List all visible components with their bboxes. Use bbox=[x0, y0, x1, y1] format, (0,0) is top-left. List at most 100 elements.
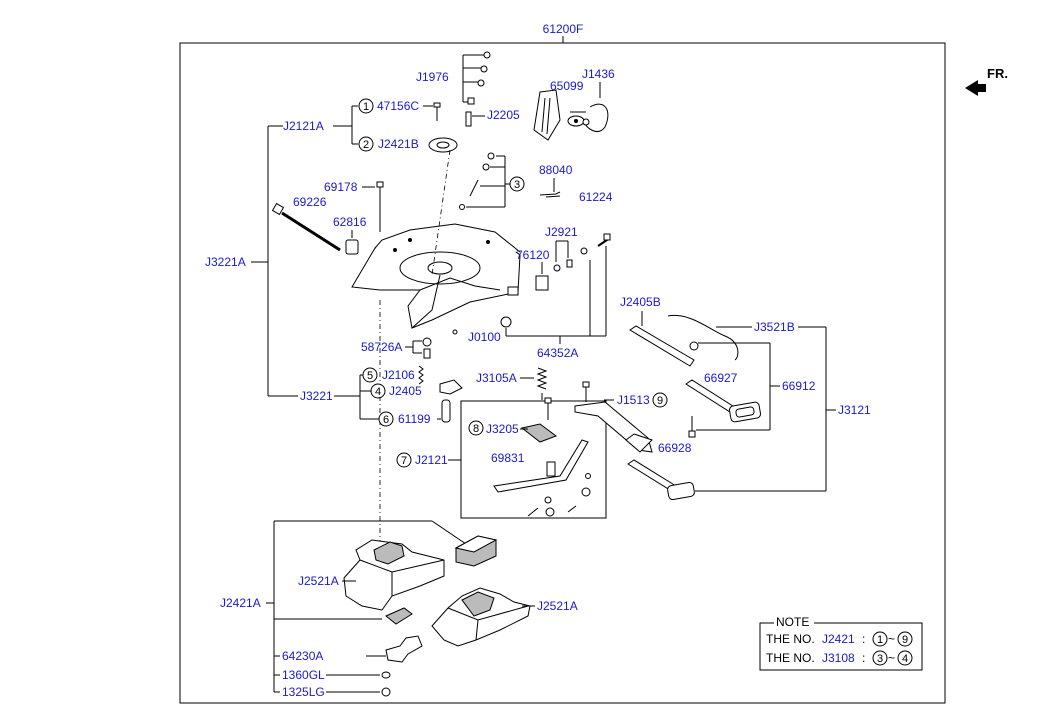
bolt-set-j2921 bbox=[535, 233, 611, 291]
callout-5-text: 5 bbox=[367, 370, 373, 382]
callout-1 bbox=[358, 98, 374, 114]
spring-j2106 bbox=[418, 365, 424, 385]
label-69831[interactable]: 69831 bbox=[491, 451, 525, 465]
bolt-set-3 bbox=[459, 152, 511, 210]
label-j1436[interactable]: J1436 bbox=[582, 67, 615, 81]
label-1325lg[interactable]: 1325LG bbox=[282, 685, 325, 699]
block-62816 bbox=[345, 239, 359, 255]
label-47156c[interactable]: 47156C bbox=[377, 99, 419, 113]
note-row1-from: 1 bbox=[877, 634, 883, 646]
lever-j2405 bbox=[439, 379, 463, 395]
label-j3205[interactable]: J3205 bbox=[486, 422, 519, 436]
callout-8-text: 8 bbox=[473, 423, 479, 435]
note-row1-sep: : bbox=[862, 632, 865, 646]
front-direction-label: FR. bbox=[987, 66, 1008, 81]
label-j2205[interactable]: J2205 bbox=[487, 108, 520, 122]
label-j3221a[interactable]: J3221A bbox=[205, 255, 246, 269]
label-65099[interactable]: 65099 bbox=[550, 79, 584, 93]
note-row1-tilde: ~ bbox=[888, 632, 895, 646]
callout-3-text: 3 bbox=[514, 179, 520, 191]
label-58726a[interactable]: 58726A bbox=[361, 340, 402, 354]
nut-58726a bbox=[422, 337, 432, 359]
wire-j1436 bbox=[570, 103, 609, 132]
shim-plate bbox=[385, 607, 413, 625]
label-j2121[interactable]: J2121 bbox=[415, 453, 448, 467]
label-66912[interactable]: 66912 bbox=[782, 379, 816, 393]
pin-j2205 bbox=[465, 111, 472, 127]
label-j2421b[interactable]: J2421B bbox=[378, 137, 419, 151]
note-row2-prefix: THE NO. bbox=[766, 651, 815, 665]
note-box: NOTE THE NO. J2421 : 1 ~ 9 THE NO. J3108… bbox=[759, 615, 923, 671]
label-j2521a-upper[interactable]: J2521A bbox=[298, 574, 339, 588]
lever-69831 bbox=[493, 439, 589, 493]
label-64230a[interactable]: 64230A bbox=[282, 649, 323, 663]
note-row2-to: 4 bbox=[902, 653, 908, 665]
label-j2521a-lower[interactable]: J2521A bbox=[537, 599, 578, 613]
label-76120[interactable]: 76120 bbox=[516, 248, 550, 262]
label-62816[interactable]: 62816 bbox=[333, 215, 367, 229]
callout-8 bbox=[468, 420, 484, 436]
note-row1-code[interactable]: J2421 bbox=[822, 632, 855, 646]
washer-j2421b bbox=[428, 137, 458, 153]
label-66927[interactable]: 66927 bbox=[704, 371, 738, 385]
nut-1325lg bbox=[381, 687, 391, 697]
label-j2106[interactable]: J2106 bbox=[382, 368, 415, 382]
handle-66927 bbox=[685, 379, 762, 423]
callout-1-text: 1 bbox=[363, 101, 369, 113]
label-j3121[interactable]: J3121 bbox=[838, 403, 871, 417]
label-64352a[interactable]: 64352A bbox=[537, 346, 578, 360]
label-j1976[interactable]: J1976 bbox=[416, 70, 449, 84]
bolt-47156c bbox=[433, 102, 441, 121]
label-88040[interactable]: 88040 bbox=[539, 163, 573, 177]
pin-61199 bbox=[441, 399, 451, 423]
note-row2-from: 3 bbox=[877, 653, 883, 665]
callout-2 bbox=[358, 136, 374, 152]
frame-label[interactable]: 61200F bbox=[543, 22, 584, 36]
label-66928[interactable]: 66928 bbox=[658, 441, 692, 455]
label-1360gl[interactable]: 1360GL bbox=[282, 668, 325, 682]
note-title: NOTE bbox=[776, 615, 809, 629]
bolt-set-j1976 bbox=[462, 51, 491, 105]
spring-j3105a bbox=[536, 367, 548, 400]
label-j1513[interactable]: J1513 bbox=[617, 393, 650, 407]
callout-6-text: 6 bbox=[383, 414, 389, 426]
note-row1-prefix: THE NO. bbox=[766, 632, 815, 646]
callout-7-text: 7 bbox=[401, 455, 407, 467]
label-j0100[interactable]: J0100 bbox=[468, 330, 501, 344]
handle-lower bbox=[625, 433, 695, 501]
label-j3521b[interactable]: J3521B bbox=[754, 320, 795, 334]
callout-4-text: 4 bbox=[375, 386, 381, 398]
note-row1-to: 9 bbox=[902, 634, 908, 646]
label-j2121a[interactable]: J2121A bbox=[283, 119, 324, 133]
rod-j2405b bbox=[629, 325, 695, 367]
label-69178[interactable]: 69178 bbox=[324, 180, 358, 194]
label-61224[interactable]: 61224 bbox=[579, 190, 613, 204]
bolt-66928 bbox=[688, 416, 696, 438]
note-row2-code[interactable]: J3108 bbox=[822, 651, 855, 665]
pad-block bbox=[454, 535, 498, 567]
label-j2921[interactable]: J2921 bbox=[545, 225, 578, 239]
bracket-j2521a-upper bbox=[343, 539, 445, 611]
note-row2-tilde: ~ bbox=[888, 651, 895, 665]
bracket-64230a bbox=[385, 635, 423, 663]
washer-1360gl bbox=[381, 671, 391, 679]
callout-9-text: 9 bbox=[657, 395, 663, 407]
detail-box-j3205 bbox=[460, 400, 607, 519]
label-61199[interactable]: 61199 bbox=[398, 412, 431, 426]
label-j2405[interactable]: J2405 bbox=[389, 384, 422, 398]
label-j3105a[interactable]: J3105A bbox=[476, 371, 517, 385]
bracket-j2521a-lower bbox=[431, 587, 531, 647]
label-j2405b[interactable]: J2405B bbox=[620, 295, 661, 309]
callout-2-text: 2 bbox=[363, 139, 369, 151]
bolt-69178 bbox=[376, 181, 384, 232]
fifth-wheel-plate bbox=[351, 223, 521, 329]
bolt-j3205 bbox=[520, 397, 558, 443]
cover-65099 bbox=[533, 89, 585, 141]
bolt-69226 bbox=[271, 202, 341, 252]
nut-j0100 bbox=[452, 316, 512, 335]
note-row2-sep: : bbox=[862, 651, 865, 665]
label-j3221[interactable]: J3221 bbox=[300, 389, 333, 403]
label-69226[interactable]: 69226 bbox=[293, 195, 327, 209]
label-j2421a[interactable]: J2421A bbox=[220, 596, 261, 610]
